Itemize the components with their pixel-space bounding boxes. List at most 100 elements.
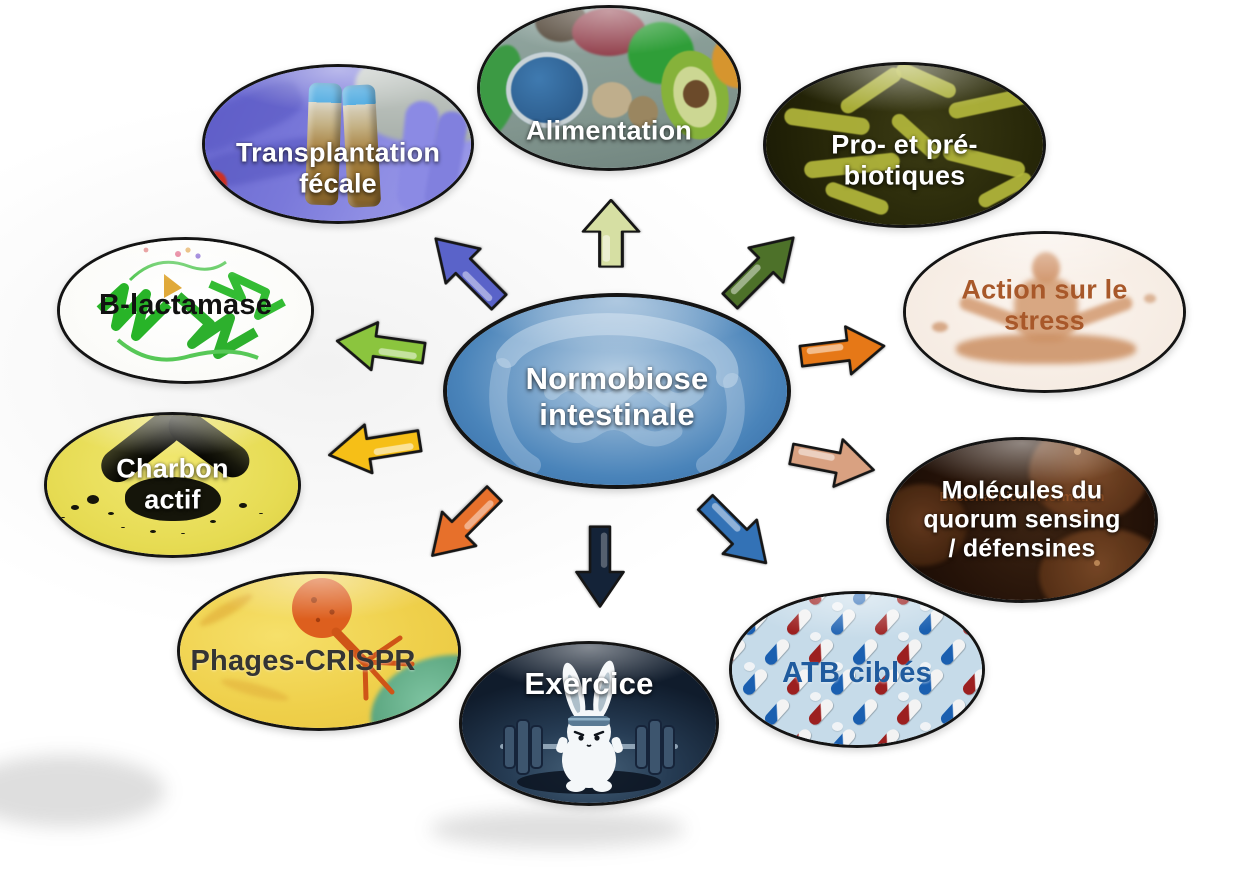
rabbit-foot: [566, 780, 586, 792]
phage-head: [292, 578, 352, 638]
round-pill: [832, 722, 843, 731]
activated-charcoal-capsules-photo: [47, 415, 298, 555]
arrow-to-action-sur-le-stress: [798, 325, 886, 376]
yellow-strand: [164, 274, 182, 298]
capsule-pill: [916, 726, 946, 745]
arrow-to-atb-cibles: [696, 493, 768, 565]
colony-speckle: [1094, 560, 1100, 566]
healthy-foods-photo: [480, 8, 738, 168]
capsule-pill: [872, 726, 902, 745]
rabbit-arm-left: [556, 737, 568, 753]
rabbit-headband: [568, 716, 610, 726]
plate: [503, 725, 516, 769]
plate: [635, 725, 648, 769]
plate: [516, 719, 530, 775]
round-pill: [920, 722, 931, 731]
phage-tail: [331, 627, 370, 667]
floor-shadow-left: [0, 755, 165, 827]
round-pill: [832, 602, 843, 611]
node-alimentation: Alimentation: [477, 5, 741, 171]
bacterium-rod: [893, 65, 959, 101]
capsule-pill: [784, 606, 814, 638]
node-label: Exercice: [524, 665, 654, 701]
phage-head-speckle: [315, 617, 321, 623]
arrow-to-molecules-quorum-sensing: [788, 438, 875, 488]
arrow-to-pro-et-prebiotiques: [721, 236, 795, 310]
arrow-gloss: [462, 271, 493, 302]
capsule-pill: [894, 696, 924, 728]
capsule-pill: [960, 606, 982, 638]
loop-coil: [116, 338, 259, 362]
beta-sheet-ribbon: [208, 272, 286, 320]
small-intestine-coils-2: [549, 415, 683, 447]
round-pill: [744, 662, 755, 671]
protein-ribbon-structure: [60, 240, 311, 381]
capsule-pill: [850, 594, 880, 608]
capsule-pill: [740, 726, 770, 745]
arrow-gloss: [602, 235, 610, 262]
arrow-gloss: [730, 264, 761, 295]
capsule-pill: [740, 606, 770, 638]
biofilm-watermark-text: Bacterial biofilm formation: [939, 489, 1105, 504]
red-marker-patch: [205, 171, 227, 197]
capsule-pill: [872, 606, 902, 638]
round-pill: [920, 602, 931, 611]
arrow-body: [335, 321, 427, 372]
charcoal-powder-specks: [87, 495, 99, 504]
floor-shadow-exercice: [430, 810, 685, 848]
node-label: Phages-CRISPR: [190, 644, 416, 677]
mushroom-2: [628, 96, 658, 128]
capsule-pill: [828, 606, 858, 638]
gym-rabbit-illustration: [500, 660, 678, 794]
round-pill: [832, 662, 843, 671]
node-pro-et-prebiotiques: Pro- et pré- biotiques: [763, 62, 1046, 228]
node-phages-crispr: Phages-CRISPR: [177, 571, 461, 731]
arrow-to-exercice: [575, 525, 625, 608]
node-atb-cibles: ATB ciblés: [729, 591, 985, 748]
capsule-pill: [784, 726, 814, 745]
arrow-gloss: [600, 532, 608, 568]
arrow-body: [575, 525, 625, 608]
charcoal-powder-pile: [125, 477, 221, 521]
paint-speckle: [932, 322, 948, 332]
arrow-body: [327, 423, 423, 475]
arrow-gloss: [806, 343, 844, 355]
arrow-body: [788, 438, 875, 488]
small-intestine-coils: [544, 375, 704, 409]
colon-sides: [489, 358, 745, 474]
ligand-atom: [185, 247, 191, 253]
capsule-pill: [960, 726, 982, 745]
round-pill: [744, 602, 755, 611]
arrow-body: [431, 485, 503, 557]
bacterial-biofilm-photo: Bacterial biofilm formation: [889, 440, 1155, 600]
rabbit-ear-inner: [598, 672, 610, 712]
arrow-body: [798, 325, 886, 376]
node-label: ATB ciblés: [782, 657, 932, 690]
capsule-pill: [806, 696, 836, 728]
node-label: Alimentation: [526, 115, 692, 146]
node-label: Transplantation fécale: [235, 137, 441, 199]
gloved-hand-sample-tubes-photo: [205, 67, 471, 221]
barbell: [500, 719, 678, 775]
rabbit-lifting-barbell-cartoon: [462, 644, 716, 803]
plate: [648, 719, 662, 775]
node-label: Action sur le stress: [961, 274, 1128, 336]
phage-legs: [362, 635, 415, 701]
rabbit-mouth: [586, 744, 592, 747]
mushroom: [592, 82, 632, 118]
rabbit-foot: [592, 780, 612, 792]
node-label: Pro- et pré- biotiques: [831, 129, 978, 191]
intestines-sketch: [489, 313, 745, 474]
node-transplantation-fecale: Transplantation fécale: [202, 64, 474, 224]
capsule-pill: [850, 696, 880, 728]
blue-intestines-photo: [447, 297, 787, 485]
node-action-sur-le-stress: Action sur le stress: [903, 231, 1186, 393]
phage-head-speckle: [329, 609, 335, 615]
capsule-pill: [938, 594, 968, 608]
meditator-torso: [1014, 278, 1078, 342]
arrow-to-alimentation: [581, 199, 641, 268]
node-normobiose-intestinale: Normobiose intestinale: [443, 293, 791, 489]
ligand-atom: [175, 251, 181, 257]
arrow-to-phages-crispr: [431, 485, 503, 557]
protein-ribbons: [96, 247, 286, 362]
